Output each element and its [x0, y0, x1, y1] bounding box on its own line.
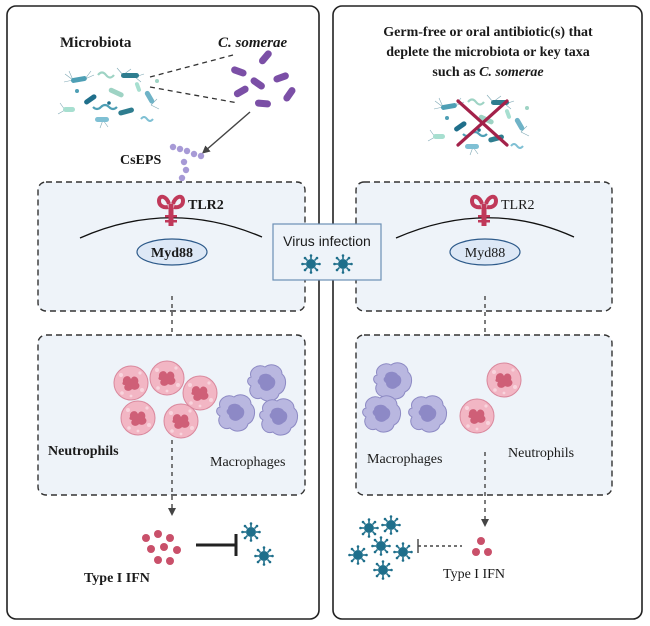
left-tlr2-label: TLR2: [188, 198, 224, 213]
microbiota-cluster-icon: [56, 66, 161, 130]
right-myd88-node: [449, 238, 521, 266]
right-virus-particles: [347, 514, 414, 581]
right-type-i-ifn-molecules: [472, 537, 492, 556]
right-title-prefix: such as: [432, 65, 479, 80]
right-macrophages-label: Macrophages: [367, 452, 442, 467]
right-title-line-3: such as C. somerae: [432, 65, 543, 80]
left-myd88-node: [136, 238, 208, 266]
c-somerae-bacteria-icon: [231, 50, 296, 108]
left-inhibition-bar: [196, 534, 238, 556]
right-neutrophils-label: Neutrophils: [508, 446, 574, 461]
dashed-link-upper: [149, 54, 234, 78]
virus-infection-particle: [300, 253, 322, 275]
left-virus-particle: [253, 545, 275, 567]
right-panel-frame: [332, 5, 643, 620]
microbiota-label: Microbiota: [60, 35, 132, 51]
right-myd88-label: Myd88: [465, 246, 505, 261]
right-title-species: C. somerae: [479, 65, 544, 80]
left-neutrophils-label: Neutrophils: [48, 444, 119, 459]
left-panel-frame: [6, 5, 320, 620]
virus-infection-label: Virus infection: [283, 233, 371, 249]
right-title-line-2: deplete the microbiota or key taxa: [386, 45, 590, 60]
left-virus-particle: [240, 521, 262, 543]
virus-infection-box: [272, 223, 382, 281]
depletion-cross-icon: [456, 99, 509, 147]
virus-infection-particle: [332, 253, 354, 275]
left-type-i-ifn-label: Type I IFN: [84, 571, 150, 586]
bacteria-to-eps-arrow: [201, 111, 251, 154]
left-myd88-label: Myd88: [151, 246, 193, 261]
dashed-link-lower: [149, 86, 239, 104]
cseps-label: CsEPS: [120, 153, 161, 168]
right-tlr2-label: TLR2: [501, 198, 534, 213]
right-title-line-1: Germ-free or oral antibiotic(s) that: [383, 25, 593, 40]
left-type-i-ifn-molecules: [142, 530, 181, 565]
left-macrophages-label: Macrophages: [210, 455, 285, 470]
right-weak-inhibition-bar: [417, 539, 462, 553]
species-label: C. somerae: [218, 35, 288, 51]
right-type-i-ifn-label: Type I IFN: [443, 567, 505, 582]
